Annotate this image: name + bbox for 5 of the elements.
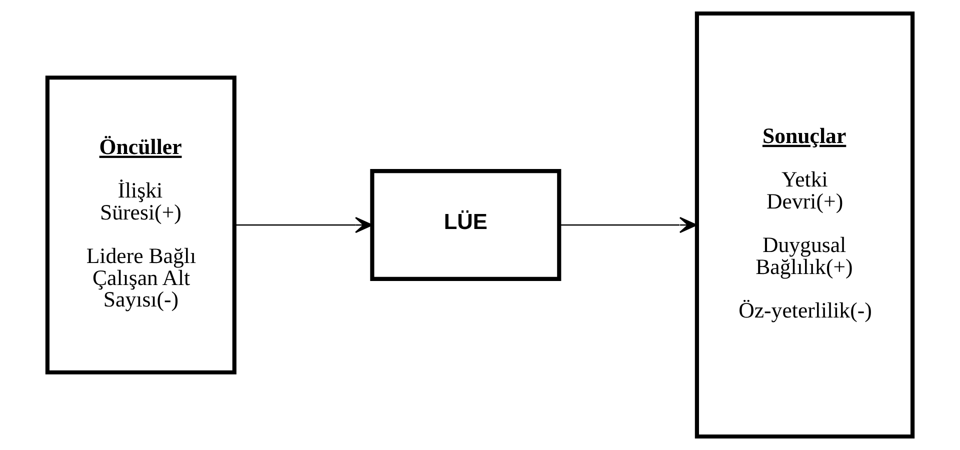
node-box: Sonuçlar Yetki Devri(+) Duygusal Bağlılık(+) Öz-yeterlilik(-) [694, 11, 915, 439]
node-box: Öncüller İlişki Süresi(+) Lidere Bağlı Çalışan Alt Sayısı(-) [45, 76, 236, 374]
arrow [559, 216, 698, 234]
arrow [234, 216, 373, 234]
node-box: LÜE [370, 169, 562, 281]
